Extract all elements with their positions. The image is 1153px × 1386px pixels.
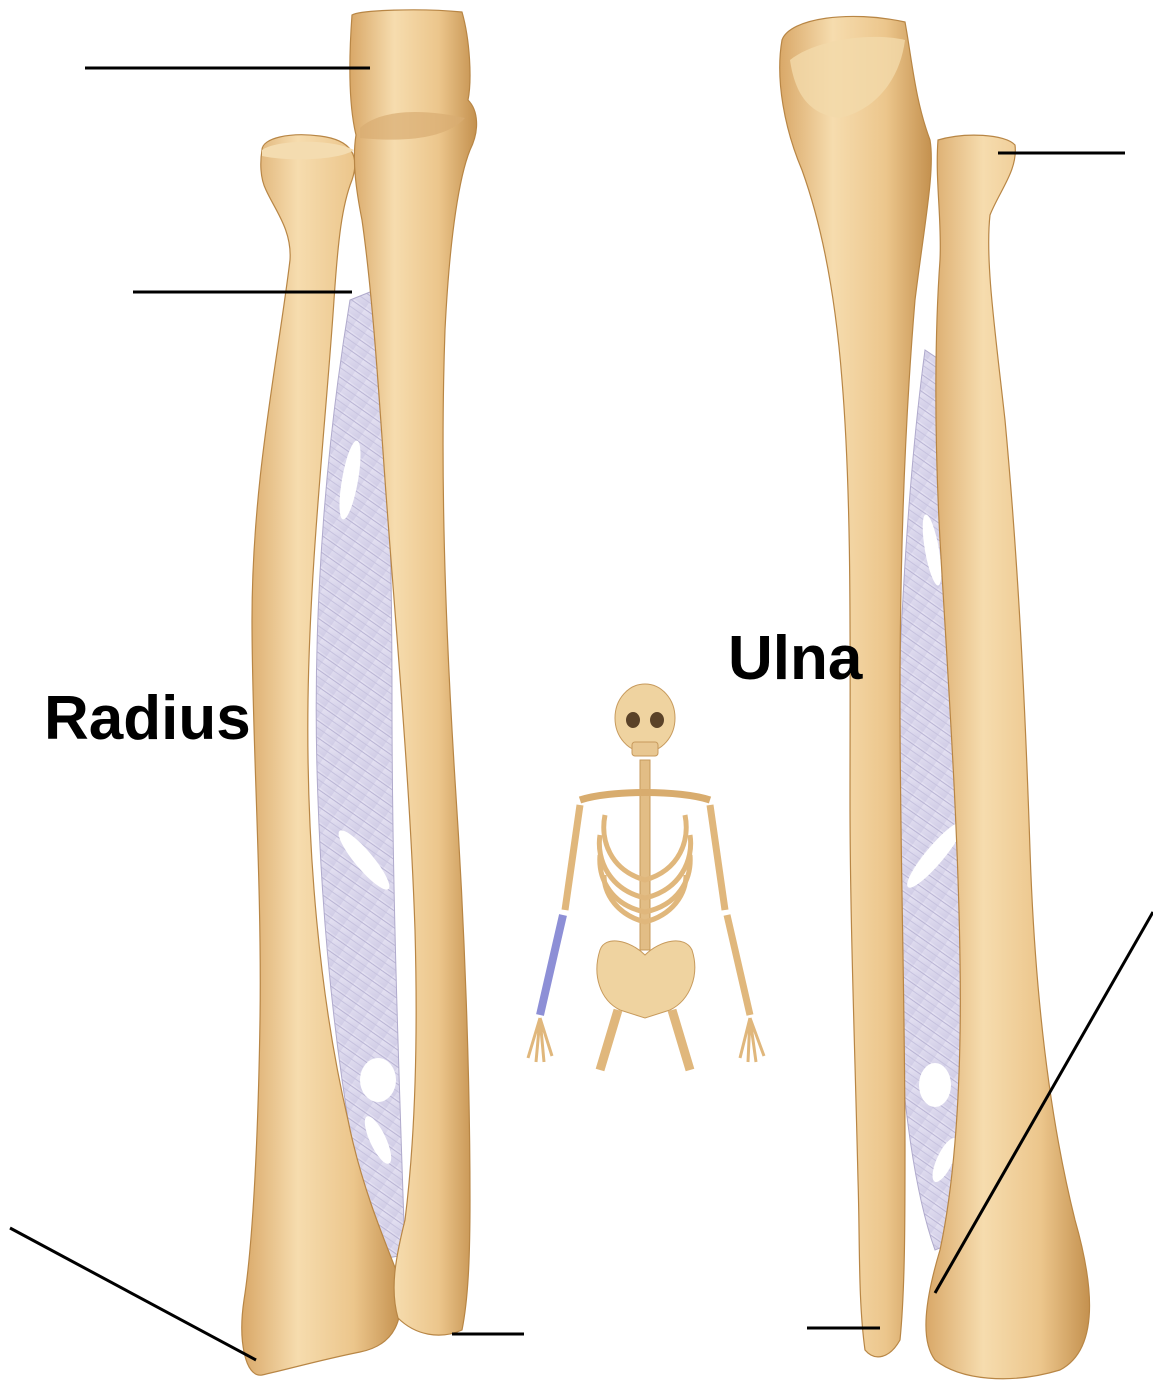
leader-line-radial-styloid bbox=[10, 1228, 256, 1360]
highlighted-forearm bbox=[540, 915, 563, 1015]
left-hand bbox=[528, 1018, 552, 1062]
right-femur bbox=[672, 1010, 690, 1070]
radius-label: Radius bbox=[44, 688, 251, 750]
posterior-view bbox=[780, 16, 1090, 1378]
left-humerus bbox=[565, 805, 580, 910]
skeleton-orientation-icon bbox=[528, 684, 764, 1070]
right-forearm bbox=[727, 915, 750, 1015]
membrane-gap bbox=[360, 1058, 396, 1102]
pelvis bbox=[597, 941, 695, 1018]
ulna-label: Ulna bbox=[728, 628, 862, 690]
right-humerus bbox=[710, 805, 725, 910]
membrane-gap bbox=[919, 1063, 951, 1107]
right-hand bbox=[740, 1018, 764, 1062]
anterior-view bbox=[242, 10, 477, 1375]
left-femur bbox=[600, 1010, 618, 1070]
